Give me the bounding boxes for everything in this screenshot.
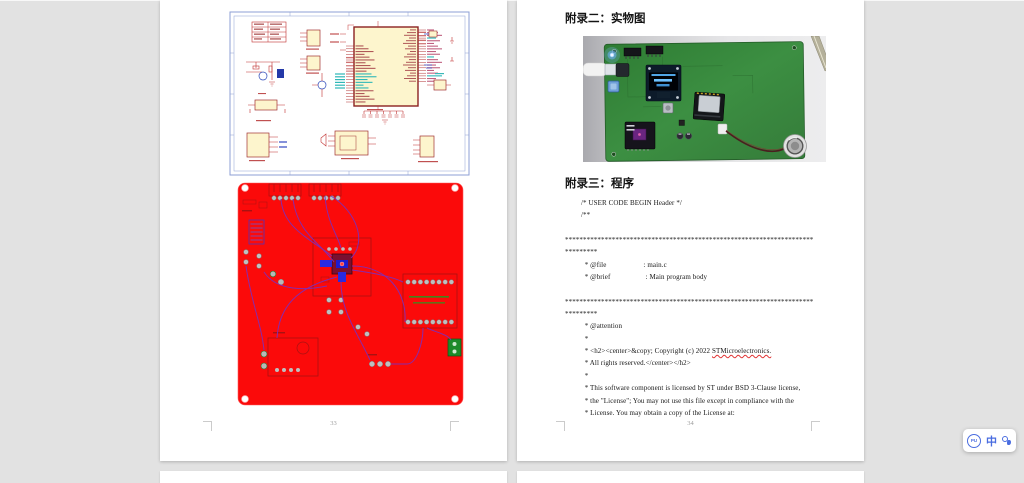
metal-button	[662, 102, 674, 114]
status-led	[604, 47, 620, 63]
mcu-block	[330, 26, 442, 111]
document-page-34[interactable]: 附录二：实物图	[517, 0, 864, 461]
code-line: * @attention	[581, 322, 623, 331]
sensor-module	[624, 121, 656, 151]
center-mcu-footprint	[312, 237, 372, 315]
audio-module-block	[320, 130, 376, 160]
sd-card-module	[692, 91, 726, 122]
margin-mark-right	[811, 421, 820, 431]
schematic-title-table	[251, 21, 287, 43]
left-cluster	[242, 199, 285, 286]
translate-badge-icon[interactable]: PU	[967, 433, 981, 448]
sensor-wire	[725, 130, 787, 153]
code-line: * License. You may obtain a copy of the …	[581, 408, 735, 417]
mcu-pins-right	[403, 29, 442, 82]
green-connector	[447, 338, 462, 357]
right-pads-bottom	[405, 319, 454, 325]
translate-chinese-icon[interactable]: 中	[986, 435, 997, 448]
next-page-left[interactable]	[160, 471, 507, 483]
margin-mark-left	[556, 421, 565, 431]
small-parts	[676, 119, 692, 140]
code-line: /**	[581, 211, 591, 220]
regulator-block	[248, 93, 286, 122]
capacitor-row	[362, 110, 405, 125]
top-pads-a	[271, 195, 301, 201]
oled-display	[645, 64, 682, 102]
misc-right-parts	[424, 30, 454, 91]
margin-mark-left	[203, 421, 212, 431]
pcb-drawing	[237, 182, 464, 406]
pcb-layout-figure[interactable]	[237, 182, 464, 406]
code-line: /* USER CODE BEGIN Header */	[581, 199, 682, 207]
usb-cable	[582, 62, 630, 77]
pcb-traces	[245, 195, 452, 365]
bottom-middle-pads	[355, 324, 391, 367]
code-line: * <h2><center>&copy; Copyright (c) 2022 …	[581, 347, 772, 356]
code-line: * All rights reserved.</center></h2>	[581, 359, 691, 368]
code-line: * @brief : Main program body	[581, 273, 708, 282]
wire-connector	[717, 123, 728, 135]
right-pads-top	[405, 279, 454, 285]
code-line: *	[581, 371, 589, 380]
code-line	[565, 283, 850, 295]
pcb-board	[237, 182, 464, 406]
code-line: * the "License"; You may not use this fi…	[581, 396, 794, 405]
header-blocks	[300, 29, 321, 74]
page-number: 33	[330, 420, 337, 427]
crystal-part	[277, 69, 284, 78]
schematic-discrete-circuit	[246, 61, 280, 87]
page-number: 34	[687, 420, 694, 427]
document-page-33[interactable]: 33	[160, 0, 507, 461]
board-photo-figure[interactable]	[582, 35, 832, 162]
next-page-right[interactable]	[517, 471, 864, 483]
translate-float-toolbar: PU 中	[963, 429, 1016, 452]
bottom-left-module	[260, 332, 319, 377]
pin-headers	[623, 45, 664, 59]
oled-block	[413, 135, 438, 163]
code-line: ****************************************…	[565, 297, 814, 306]
translate-more-icon[interactable]	[1002, 434, 1012, 447]
sheet-border-ticks	[230, 12, 469, 175]
board-photo	[582, 35, 832, 162]
mounting-holes	[241, 184, 459, 403]
schematic-figure[interactable]	[228, 10, 471, 177]
schematic-drawing	[228, 10, 471, 177]
code-line: *********	[565, 310, 598, 319]
code-line: * This software component is licensed by…	[581, 384, 801, 393]
mcu-pins-left	[335, 45, 377, 103]
code-line: * @file : main.c	[581, 260, 667, 269]
connector-block	[246, 132, 287, 162]
reset-button	[607, 80, 620, 93]
code-line: *	[581, 334, 589, 343]
schematic-wires	[346, 21, 426, 110]
appendix2-heading[interactable]: 附录二：实物图	[565, 13, 646, 25]
spellcheck-flagged-word: STMicroelectronics.	[712, 347, 772, 356]
toolbar-bottom-edge	[0, 0, 1024, 1]
right-pad-block	[402, 273, 458, 329]
appendix3-heading[interactable]: 附录三：程序	[565, 178, 634, 190]
margin-mark-right	[450, 421, 459, 431]
code-block[interactable]: /* USER CODE BEGIN Header *//***********…	[565, 197, 850, 419]
ultrasonic-sensor	[783, 134, 807, 158]
code-line: *********	[565, 248, 598, 257]
code-line: ****************************************…	[565, 236, 814, 245]
code-line	[565, 222, 850, 234]
